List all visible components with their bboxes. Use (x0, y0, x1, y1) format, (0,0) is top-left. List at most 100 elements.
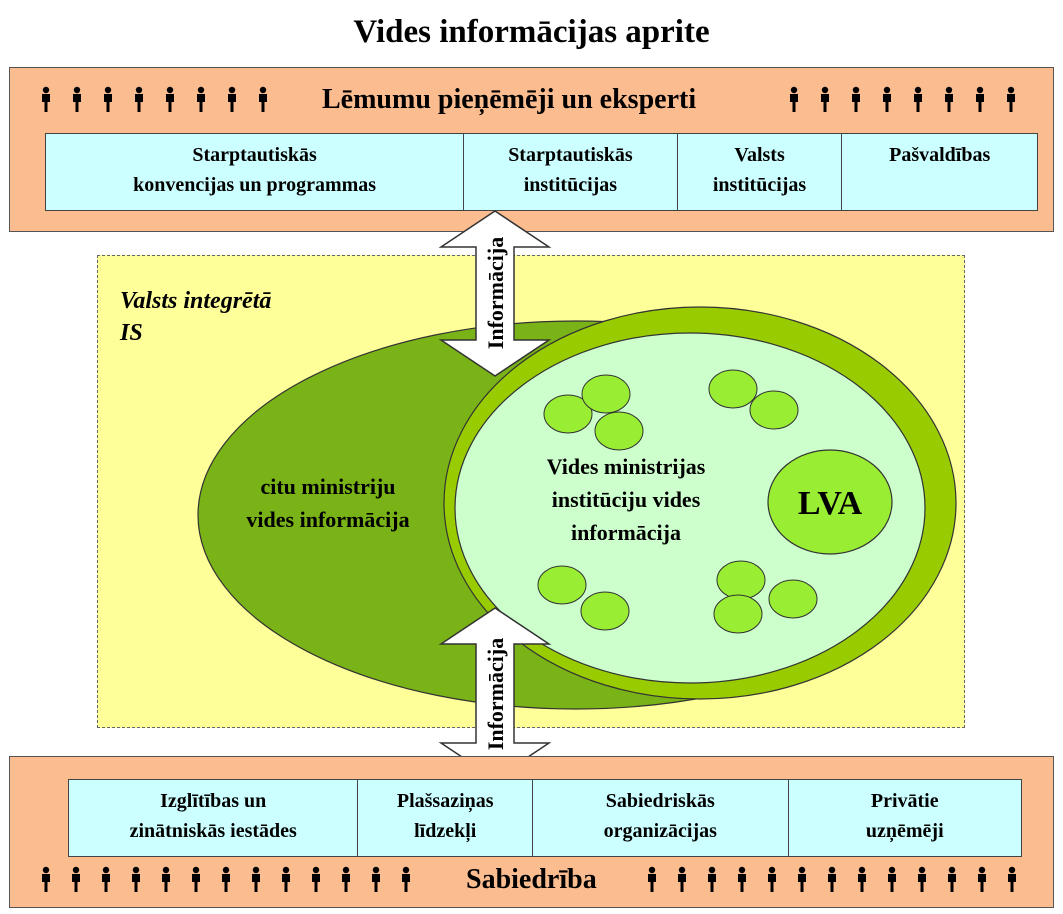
top-cell-1-line1: Starptautiskās (192, 144, 317, 166)
person-icon (282, 866, 290, 892)
small-circle (594, 411, 644, 451)
diagram-title: Vides informācijas aprite (353, 14, 710, 50)
lva-label: LVA (798, 485, 863, 522)
person-figure (881, 86, 912, 120)
person-figure (676, 866, 706, 900)
bottom-band-label: Sabiedrība (466, 864, 597, 895)
person-figure (133, 86, 164, 120)
person-icon (104, 86, 112, 112)
small-circle (537, 565, 587, 605)
bottom-cell-3: Sabiedriskās organizācijas (533, 780, 789, 856)
person-icon (162, 866, 170, 892)
outer-ellipse-line1: citu ministriju (260, 474, 395, 499)
person-icon (883, 86, 891, 112)
person-icon (918, 866, 926, 892)
person-icon (166, 86, 174, 112)
lva-circle (767, 449, 893, 555)
bottom-cell-4: Privātie uzņēmēji (789, 780, 1022, 856)
person-figure (1006, 866, 1036, 900)
bottom-cell-4-line2: uzņēmēji (865, 820, 944, 842)
person-icon (888, 866, 896, 892)
person-icon (678, 866, 686, 892)
small-circle (713, 594, 763, 634)
person-figure (706, 866, 736, 900)
top-cells-row: Starptautiskās konvencijas un programmas… (45, 133, 1038, 211)
inner-ellipse-line3: informācija (571, 520, 681, 545)
person-figure (226, 86, 257, 120)
top-cell-2: Starptautiskās institūcijas (464, 134, 678, 210)
integrated-is-line2: IS (120, 320, 143, 346)
person-figure (912, 86, 943, 120)
person-icon (222, 866, 230, 892)
person-icon (852, 86, 860, 112)
bottom-cell-1-line1: Izglītības un (160, 790, 267, 812)
top-band-label: Lēmumu pieņēmēji un eksperti (322, 84, 697, 115)
small-circle (708, 369, 758, 409)
person-icon (976, 86, 984, 112)
person-figure (974, 86, 1005, 120)
person-icon (948, 866, 956, 892)
bottom-cells-row: Izglītības un zinātniskās iestādes Plašs… (68, 779, 1022, 857)
person-icon (738, 866, 746, 892)
bottom-cell-1-line2: zinātniskās iestādes (129, 820, 297, 842)
arrow-bottom-label: Informācija (483, 638, 508, 750)
inner-ellipse-line2: institūciju vides (552, 487, 701, 512)
person-figure (819, 86, 850, 120)
small-circle (768, 579, 818, 619)
person-icon (914, 86, 922, 112)
person-figure (788, 86, 819, 120)
arrow-top-label: Informācija (483, 237, 508, 349)
person-figure (130, 866, 160, 900)
person-icon (42, 86, 50, 112)
person-figure (190, 866, 220, 900)
person-icon (132, 866, 140, 892)
person-figure (100, 866, 130, 900)
small-circle (543, 394, 593, 434)
person-figure (340, 866, 370, 900)
person-figure (736, 866, 766, 900)
small-circle (749, 390, 799, 430)
person-figure (976, 866, 1006, 900)
person-icon (402, 866, 410, 892)
person-figure (257, 86, 288, 120)
bottom-cell-2-line2: līdzekļi (414, 820, 477, 842)
top-cell-2-line1: Starptautiskās (508, 144, 633, 166)
person-figure (250, 866, 280, 900)
person-figure (70, 866, 100, 900)
top-cell-2-line2: institūcijas (523, 174, 618, 196)
person-icon (342, 866, 350, 892)
person-figure (946, 866, 976, 900)
bottom-cell-2: Plašsaziņas līdzekļi (358, 780, 534, 856)
person-icon (102, 866, 110, 892)
person-icon (372, 866, 380, 892)
person-figure (826, 866, 856, 900)
person-icon (73, 86, 81, 112)
top-cell-3-line2: institūcijas (712, 174, 807, 196)
top-cell-3: Valsts institūcijas (678, 134, 843, 210)
outer-ellipse-line2: vides informācija (246, 507, 409, 532)
person-icon (978, 866, 986, 892)
person-icon (858, 866, 866, 892)
person-icon (828, 866, 836, 892)
top-people-right (788, 86, 1038, 120)
person-icon (790, 86, 798, 112)
bottom-cell-4-line1: Privātie (870, 790, 939, 812)
person-figure (916, 866, 946, 900)
person-figure (1005, 86, 1036, 120)
person-figure (310, 866, 340, 900)
person-figure (850, 86, 881, 120)
top-cell-4: Pašvaldības (842, 134, 1037, 210)
person-figure (164, 86, 195, 120)
top-cell-1-line2: konvencijas un programmas (133, 174, 377, 196)
person-figure (370, 866, 400, 900)
inner-ellipse-line1: Vides ministrijas (547, 454, 706, 479)
person-icon (197, 86, 205, 112)
person-icon (192, 866, 200, 892)
person-icon (708, 866, 716, 892)
person-figure (943, 86, 974, 120)
person-icon (252, 866, 260, 892)
small-circle (580, 591, 630, 631)
person-figure (886, 866, 916, 900)
person-icon (259, 86, 267, 112)
